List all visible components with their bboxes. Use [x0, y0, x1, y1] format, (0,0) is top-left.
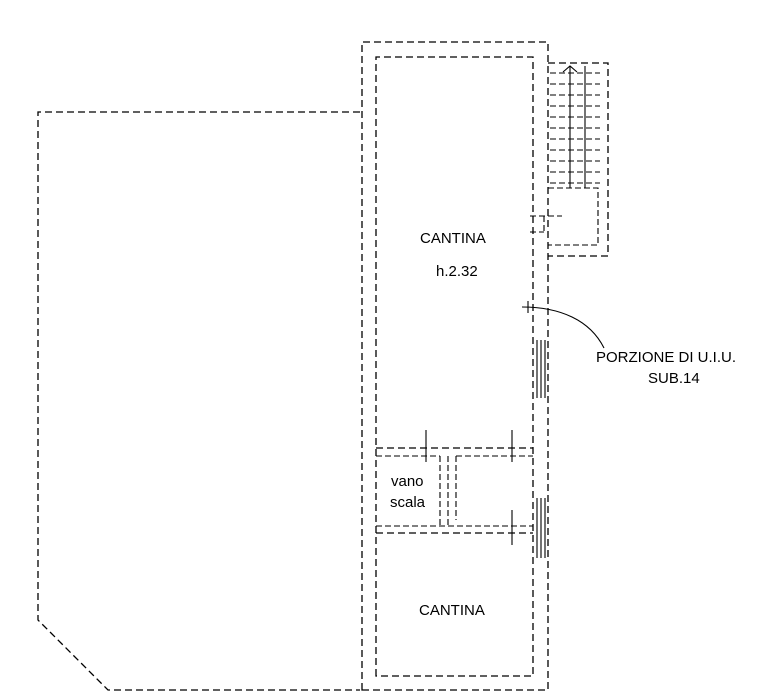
stair-label-line2: scala [390, 494, 426, 511]
external-stair-outline [548, 62, 609, 257]
callout-label-line2: SUB.14 [648, 370, 700, 387]
window-upper [536, 340, 546, 398]
stair-well-wall [439, 456, 457, 528]
stair-label-line1: vano [391, 473, 424, 490]
room-height-label: h.2.32 [436, 263, 478, 280]
outer-area-outline [37, 111, 360, 691]
room-label-top: CANTINA [420, 230, 486, 247]
building-outer-wall [361, 41, 549, 691]
external-stair-inner [548, 187, 599, 246]
callout-label-line1: PORZIONE DI U.I.U. [596, 349, 736, 366]
room-label-bottom: CANTINA [419, 602, 485, 619]
building-inner-wall [375, 56, 534, 677]
door-opening-stair [530, 215, 562, 233]
window-lower [536, 498, 546, 558]
callout-leader [521, 306, 605, 349]
stair-treads [550, 65, 600, 188]
